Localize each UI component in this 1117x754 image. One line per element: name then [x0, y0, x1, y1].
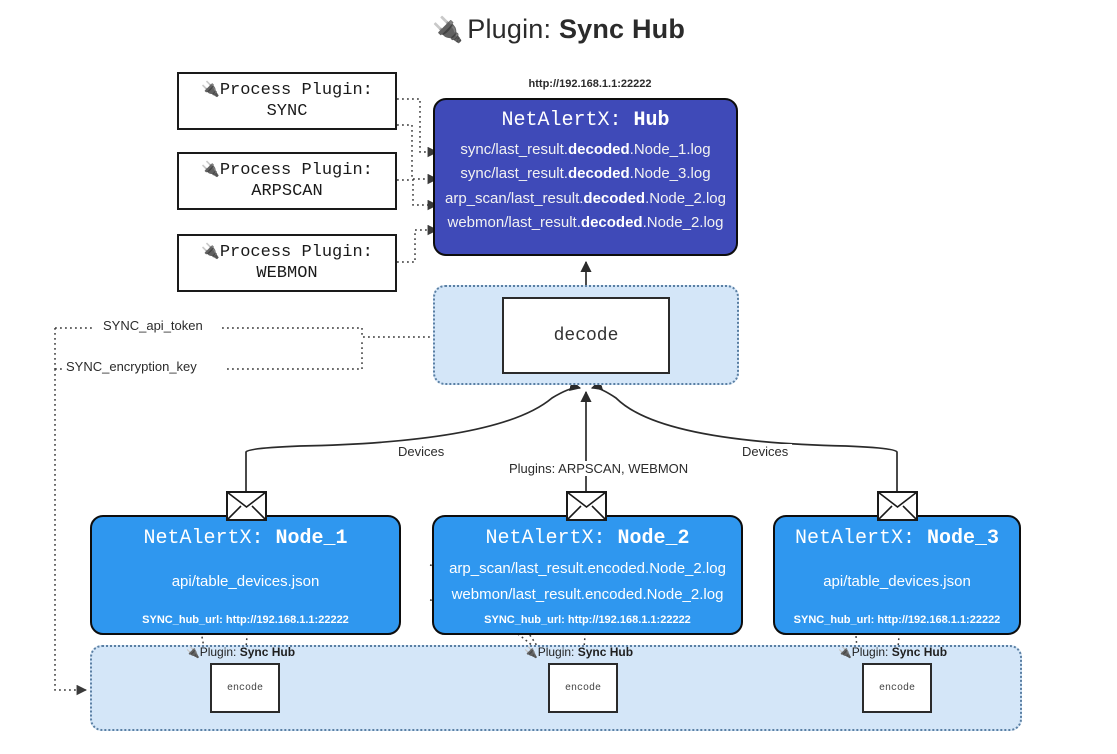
node-3-title: NetAlertX: Node_3	[794, 527, 1000, 550]
plug-icon: 🔌	[186, 647, 200, 659]
hub-url-label: http://192.168.1.1:22222	[528, 78, 652, 90]
process-plugin-arpscan-line2: ARPSCAN	[251, 182, 323, 201]
hub-log-line: sync/last_result.decoded.Node_3.log	[460, 165, 711, 183]
node-1-lines: api/table_devices.json	[92, 550, 399, 614]
process-plugin-webmon-line2: WEBMON	[256, 264, 318, 283]
envelope-icon	[226, 491, 267, 521]
node-2-lines: arp_scan/last_result.encoded.Node_2.log …	[434, 550, 741, 614]
envelope-icon	[566, 491, 607, 521]
sync-encryption-key-label: SYNC_encryption_key	[62, 359, 201, 374]
process-plugin-sync-line2: SYNC	[266, 102, 308, 121]
process-plugin-arpscan-line1: 🔌Process Plugin:	[201, 159, 373, 180]
node-3-line: api/table_devices.json	[823, 572, 971, 590]
sync-api-token-label: SYNC_api_token	[99, 318, 207, 333]
process-plugin-webmon-line1: 🔌Process Plugin:	[201, 241, 373, 262]
node-2-line: arp_scan/last_result.encoded.Node_2.log	[449, 559, 726, 577]
plugins-label-center: Plugins: ARPSCAN, WEBMON	[505, 461, 693, 476]
process-plugin-sync-line1: 🔌Process Plugin:	[201, 79, 373, 100]
node-2-hub-url: SYNC_hub_url: http://192.168.1.1:22222	[484, 614, 691, 626]
plug-icon: 🔌	[201, 241, 220, 260]
node-1-hub-url: SYNC_hub_url: http://192.168.1.1:22222	[142, 614, 349, 626]
plug-icon: 🔌	[431, 16, 464, 44]
plug-icon: 🔌	[201, 79, 220, 98]
devices-label-right: Devices	[738, 444, 793, 459]
hub-log-line: webmon/last_result.decoded.Node_2.log	[447, 213, 724, 231]
process-plugin-sync[interactable]: 🔌Process Plugin: SYNC	[177, 72, 397, 130]
plug-icon: 🔌	[838, 647, 852, 659]
netalertx-node-1[interactable]: NetAlertX: Node_1 api/table_devices.json…	[90, 515, 401, 635]
page-title-name: Sync Hub	[558, 14, 686, 44]
netalertx-node-2[interactable]: NetAlertX: Node_2 arp_scan/last_result.e…	[432, 515, 743, 635]
process-plugin-webmon[interactable]: 🔌Process Plugin: WEBMON	[177, 234, 397, 292]
hub-log-line: arp_scan/last_result.decoded.Node_2.log	[445, 189, 726, 207]
node-1-line: api/table_devices.json	[171, 572, 320, 590]
hub-title: NetAlertX: Hub	[501, 109, 670, 132]
encode-box-3[interactable]: encode	[862, 663, 932, 713]
node-2-line: webmon/last_result.encoded.Node_2.log	[451, 586, 724, 603]
devices-label-left: Devices	[394, 444, 449, 459]
decode-box[interactable]: decode	[502, 297, 670, 374]
encoder-3-plugin-label: 🔌Plugin: Sync Hub	[838, 645, 948, 659]
page-title-prefix: Plugin:	[467, 14, 559, 44]
node-1-title: NetAlertX: Node_1	[143, 527, 348, 550]
node-3-hub-url: SYNC_hub_url: http://192.168.1.1:22222	[793, 614, 1001, 626]
encoder-2-plugin-label: 🔌Plugin: Sync Hub	[524, 645, 634, 659]
hub-log-line: sync/last_result.decoded.Node_1.log	[460, 141, 711, 158]
netalertx-node-3[interactable]: NetAlertX: Node_3 api/table_devices.json…	[773, 515, 1021, 635]
encoder-1-plugin-label: 🔌Plugin: Sync Hub	[186, 645, 296, 659]
page-title: 🔌Plugin: Sync Hub	[0, 14, 1117, 45]
encode-box-1[interactable]: encode	[210, 663, 280, 713]
envelope-icon	[877, 491, 918, 521]
encode-box-2[interactable]: encode	[548, 663, 618, 713]
hub-node[interactable]: NetAlertX: Hub sync/last_result.decoded.…	[433, 98, 738, 256]
node-2-title: NetAlertX: Node_2	[485, 527, 690, 550]
node-3-lines: api/table_devices.json	[775, 550, 1019, 614]
plug-icon: 🔌	[201, 159, 220, 178]
plug-icon: 🔌	[524, 647, 538, 659]
process-plugin-arpscan[interactable]: 🔌Process Plugin: ARPSCAN	[177, 152, 397, 210]
